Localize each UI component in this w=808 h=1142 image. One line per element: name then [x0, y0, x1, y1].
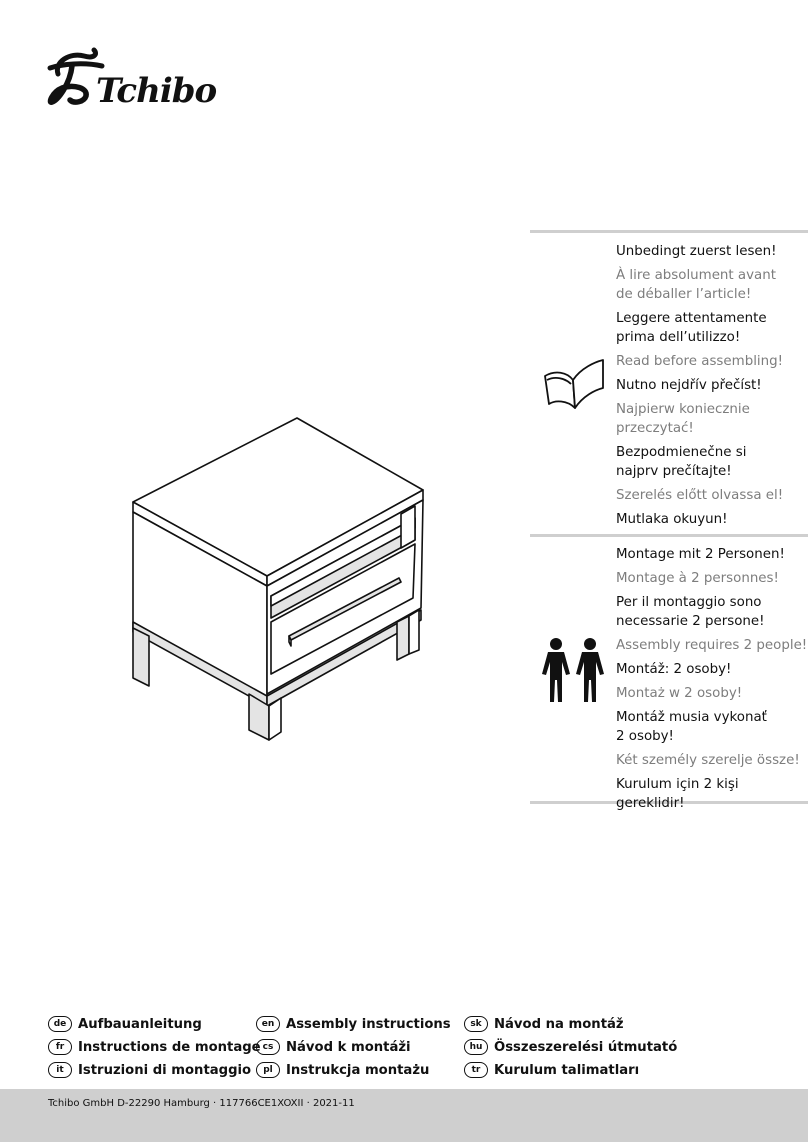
notice-line: À lire absolument avant de déballer l’ar…: [616, 268, 776, 302]
notice-line: Per il montaggio sono necessarie 2 perso…: [616, 595, 765, 629]
language-item: fr Instructions de montage: [48, 1039, 261, 1055]
notice-line: Montáž musia vykonať 2 osoby!: [616, 710, 767, 744]
language-label: Aufbauanleitung: [78, 1016, 202, 1032]
footer-bar: Tchibo GmbH D-22290 Hamburg · 117766CE1X…: [0, 1089, 808, 1142]
language-item: en Assembly instructions: [256, 1016, 451, 1032]
footer-imprint: Tchibo GmbH D-22290 Hamburg · 117766CE1X…: [48, 1098, 355, 1109]
notice-line: Két személy szerelje össze!: [616, 753, 800, 768]
notice-line: Najpierw koniecznie przeczytać!: [616, 402, 750, 436]
language-code-badge: de: [48, 1016, 72, 1032]
notice-line: Mutlaka okuyun!: [616, 512, 728, 527]
divider-bottom: [530, 801, 808, 804]
language-label: Assembly instructions: [286, 1016, 451, 1032]
language-label: Návod na montáž: [494, 1016, 624, 1032]
language-code-badge: cs: [256, 1039, 280, 1055]
tchibo-logo: Tchibo: [47, 47, 218, 111]
language-code-badge: fr: [48, 1039, 72, 1055]
language-label: Kurulum talimatları: [494, 1062, 640, 1078]
language-code-badge: en: [256, 1016, 280, 1032]
notice-line: Montaż w 2 osoby!: [616, 686, 743, 701]
two-persons-list: Montage mit 2 Personen! Montage à 2 perso…: [616, 545, 808, 818]
language-code-badge: hu: [464, 1039, 488, 1055]
language-code-badge: tr: [464, 1062, 488, 1078]
read-first-list: Unbedingt zuerst lesen! À lire absolument…: [616, 242, 783, 534]
divider-top: [530, 230, 808, 233]
brand-wordmark: Tchibo: [96, 71, 217, 111]
notice-line: Read before assembling!: [616, 354, 783, 369]
notice-line: Montáž: 2 osoby!: [616, 662, 732, 677]
notice-line: Unbedingt zuerst lesen!: [616, 244, 777, 259]
language-label: Összeszerelési útmutató: [494, 1039, 678, 1055]
language-label: Instructions de montage: [78, 1039, 261, 1055]
language-item: it Istruzioni di montaggio: [48, 1062, 251, 1078]
language-item: tr Kurulum talimatları: [464, 1062, 639, 1078]
notice-line: Assembly requires 2 people!: [616, 638, 808, 653]
notice-line: Nutno nejdřív přečíst!: [616, 378, 762, 393]
open-book-icon: [544, 359, 604, 409]
language-item: hu Összeszerelési útmutató: [464, 1039, 677, 1055]
notice-line: Szerelés előtt olvassa el!: [616, 488, 784, 503]
notice-line: Montage à 2 personnes!: [616, 571, 779, 586]
notice-line: Montage mit 2 Personen!: [616, 547, 785, 562]
language-item: pl Instrukcja montażu: [256, 1062, 429, 1078]
language-code-badge: sk: [464, 1016, 488, 1032]
language-code-badge: pl: [256, 1062, 280, 1078]
language-item: cs Návod k montáži: [256, 1039, 411, 1055]
notice-line: Kurulum için 2 kişi gereklidir!: [616, 777, 739, 811]
language-item: de Aufbauanleitung: [48, 1016, 202, 1032]
language-list: de Aufbauanleitung fr Instructions de mont…: [0, 1016, 808, 1086]
language-label: Istruzioni di montaggio: [78, 1062, 252, 1078]
language-label: Instrukcja montażu: [286, 1062, 430, 1078]
nightstand-illustration: [132, 417, 424, 741]
divider-middle: [530, 534, 808, 537]
notice-line: Bezpodmienečne si najprv prečítajte!: [616, 445, 747, 479]
language-label: Návod k montáži: [286, 1039, 411, 1055]
language-code-badge: it: [48, 1062, 72, 1078]
two-people-icon: [542, 638, 604, 702]
notice-line: Leggere attentamente prima dell’utilizzo…: [616, 311, 767, 345]
language-item: sk Návod na montáž: [464, 1016, 624, 1032]
